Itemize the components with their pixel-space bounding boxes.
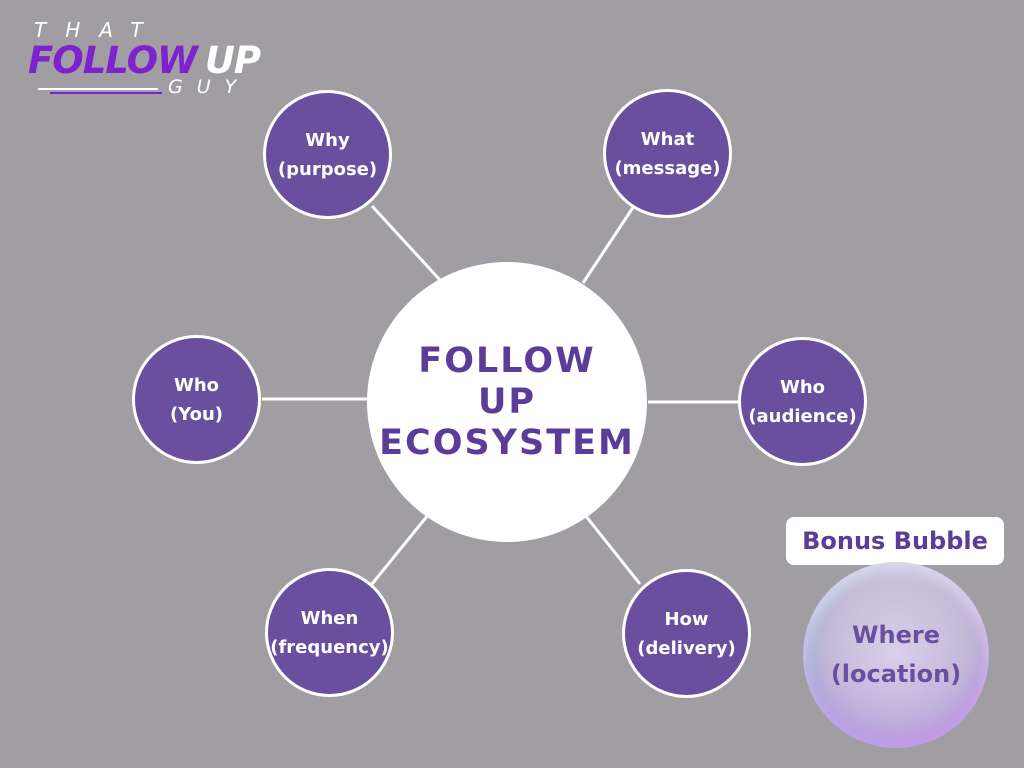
node-who-you: Who (You) bbox=[132, 335, 261, 464]
connector-when bbox=[370, 514, 430, 585]
node-who-you-subtitle: (You) bbox=[169, 403, 223, 425]
node-what-subtitle: (message) bbox=[614, 157, 721, 179]
node-when-subtitle: (frequency) bbox=[270, 636, 389, 658]
node-how-title: How bbox=[664, 608, 709, 630]
logo-top-word: THAT bbox=[34, 18, 162, 42]
node-when-title: When bbox=[300, 607, 359, 629]
node-what: What (message) bbox=[603, 89, 732, 218]
bonus-bubble-subtitle: (location) bbox=[830, 660, 962, 688]
node-how: How (delivery) bbox=[622, 569, 751, 698]
node-why: Why (purpose) bbox=[263, 90, 392, 219]
bonus-bubble-title: Where bbox=[852, 621, 940, 649]
logo-underline-white bbox=[38, 88, 158, 90]
logo-main-word-1: FOLLOW bbox=[28, 39, 198, 82]
node-who-you-title: Who bbox=[173, 374, 220, 396]
logo-underline-purple bbox=[50, 92, 162, 94]
node-who-audience: Who (audience) bbox=[738, 337, 867, 466]
center-hub: FOLLOW UP ECOSYSTEM bbox=[367, 262, 647, 542]
connector-how bbox=[583, 514, 642, 585]
node-how-subtitle: (delivery) bbox=[637, 637, 736, 659]
center-line-1: FOLLOW bbox=[418, 340, 596, 381]
node-who-audience-title: Who bbox=[779, 376, 826, 398]
logo-bottom-word: GUY bbox=[168, 76, 251, 98]
bonus-label: Bonus Bubble bbox=[786, 517, 1004, 565]
node-who-audience-subtitle: (audience) bbox=[748, 405, 857, 427]
center-line-2: UP bbox=[477, 381, 537, 422]
node-why-title: Why bbox=[305, 129, 350, 151]
connector-why bbox=[370, 204, 442, 282]
node-why-subtitle: (purpose) bbox=[277, 158, 378, 180]
bonus-bubble: Where (location) bbox=[803, 562, 989, 748]
logo-main-word-2: UP bbox=[204, 39, 261, 82]
connector-what bbox=[581, 205, 636, 284]
node-when: When (frequency) bbox=[265, 568, 394, 697]
center-line-3: ECOSYSTEM bbox=[379, 422, 635, 463]
node-what-title: What bbox=[640, 128, 695, 150]
